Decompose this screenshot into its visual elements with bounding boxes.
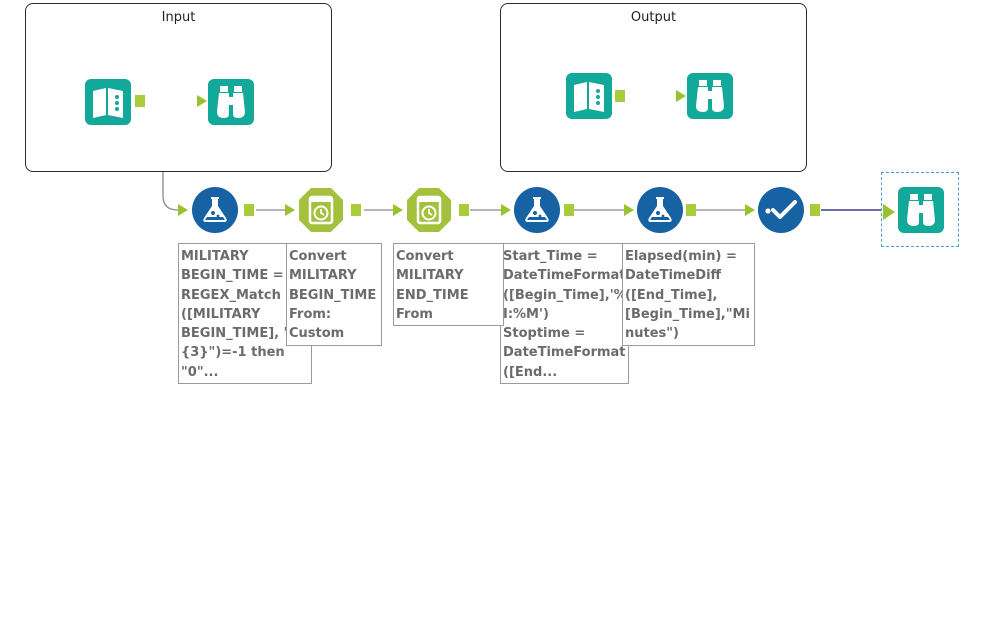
browse-tool-2[interactable] — [686, 72, 734, 120]
input-data-tool-1[interactable] — [84, 78, 132, 126]
datetime-icon — [407, 188, 451, 232]
input-anchor[interactable] — [676, 90, 686, 102]
output-anchor[interactable] — [564, 204, 574, 216]
output-anchor[interactable] — [244, 204, 254, 216]
annotation-datetime-1: Convert MILITARY BEGIN_TIME From: Custom — [286, 243, 382, 346]
output-anchor[interactable] — [135, 95, 145, 107]
formula-icon — [192, 187, 238, 233]
browse-icon — [208, 79, 254, 125]
input-anchor[interactable] — [285, 204, 295, 216]
output-container[interactable]: Output — [500, 3, 807, 172]
input-anchor[interactable] — [501, 204, 511, 216]
input-data-tool-2[interactable] — [565, 72, 613, 120]
input-anchor[interactable] — [745, 204, 755, 216]
browse-tool-3[interactable] — [897, 186, 945, 234]
annotation-formula-3: Elapsed(min) = DateTimeDiff ([End_Time],… — [622, 243, 755, 346]
input-anchor[interactable] — [178, 204, 188, 216]
formula-tool-2[interactable] — [513, 186, 561, 234]
datetime-tool-2[interactable] — [405, 186, 453, 234]
output-anchor[interactable] — [459, 204, 469, 216]
input-anchor[interactable] — [197, 95, 207, 107]
input-anchor[interactable] — [393, 204, 403, 216]
browse-tool-1[interactable] — [207, 78, 255, 126]
output-anchor[interactable] — [686, 204, 696, 216]
datetime-tool-1[interactable] — [297, 186, 345, 234]
datetime-icon — [299, 188, 343, 232]
input-container-title: Input — [161, 10, 196, 25]
formula-tool-3[interactable] — [636, 186, 684, 234]
input-container[interactable]: Input — [25, 3, 332, 172]
annotation-formula-2: Start_Time = DateTimeFormat ([Begin_Time… — [500, 243, 629, 384]
formula-icon — [514, 187, 560, 233]
selection-outline — [881, 172, 959, 247]
input-anchor[interactable] — [624, 204, 634, 216]
output-container-title: Output — [630, 10, 677, 25]
browse-icon — [687, 73, 733, 119]
formula-icon — [637, 187, 683, 233]
input-data-icon — [85, 79, 131, 125]
annotation-datetime-2: Convert MILITARY END_TIME From Custom — [393, 243, 504, 326]
formula-tool-1[interactable] — [191, 186, 239, 234]
select-icon — [758, 187, 804, 233]
output-anchor[interactable] — [615, 90, 625, 102]
output-anchor[interactable] — [351, 204, 361, 216]
input-data-icon — [566, 73, 612, 119]
output-anchor[interactable] — [810, 204, 820, 216]
browse-icon — [898, 187, 944, 233]
select-tool[interactable] — [757, 186, 805, 234]
